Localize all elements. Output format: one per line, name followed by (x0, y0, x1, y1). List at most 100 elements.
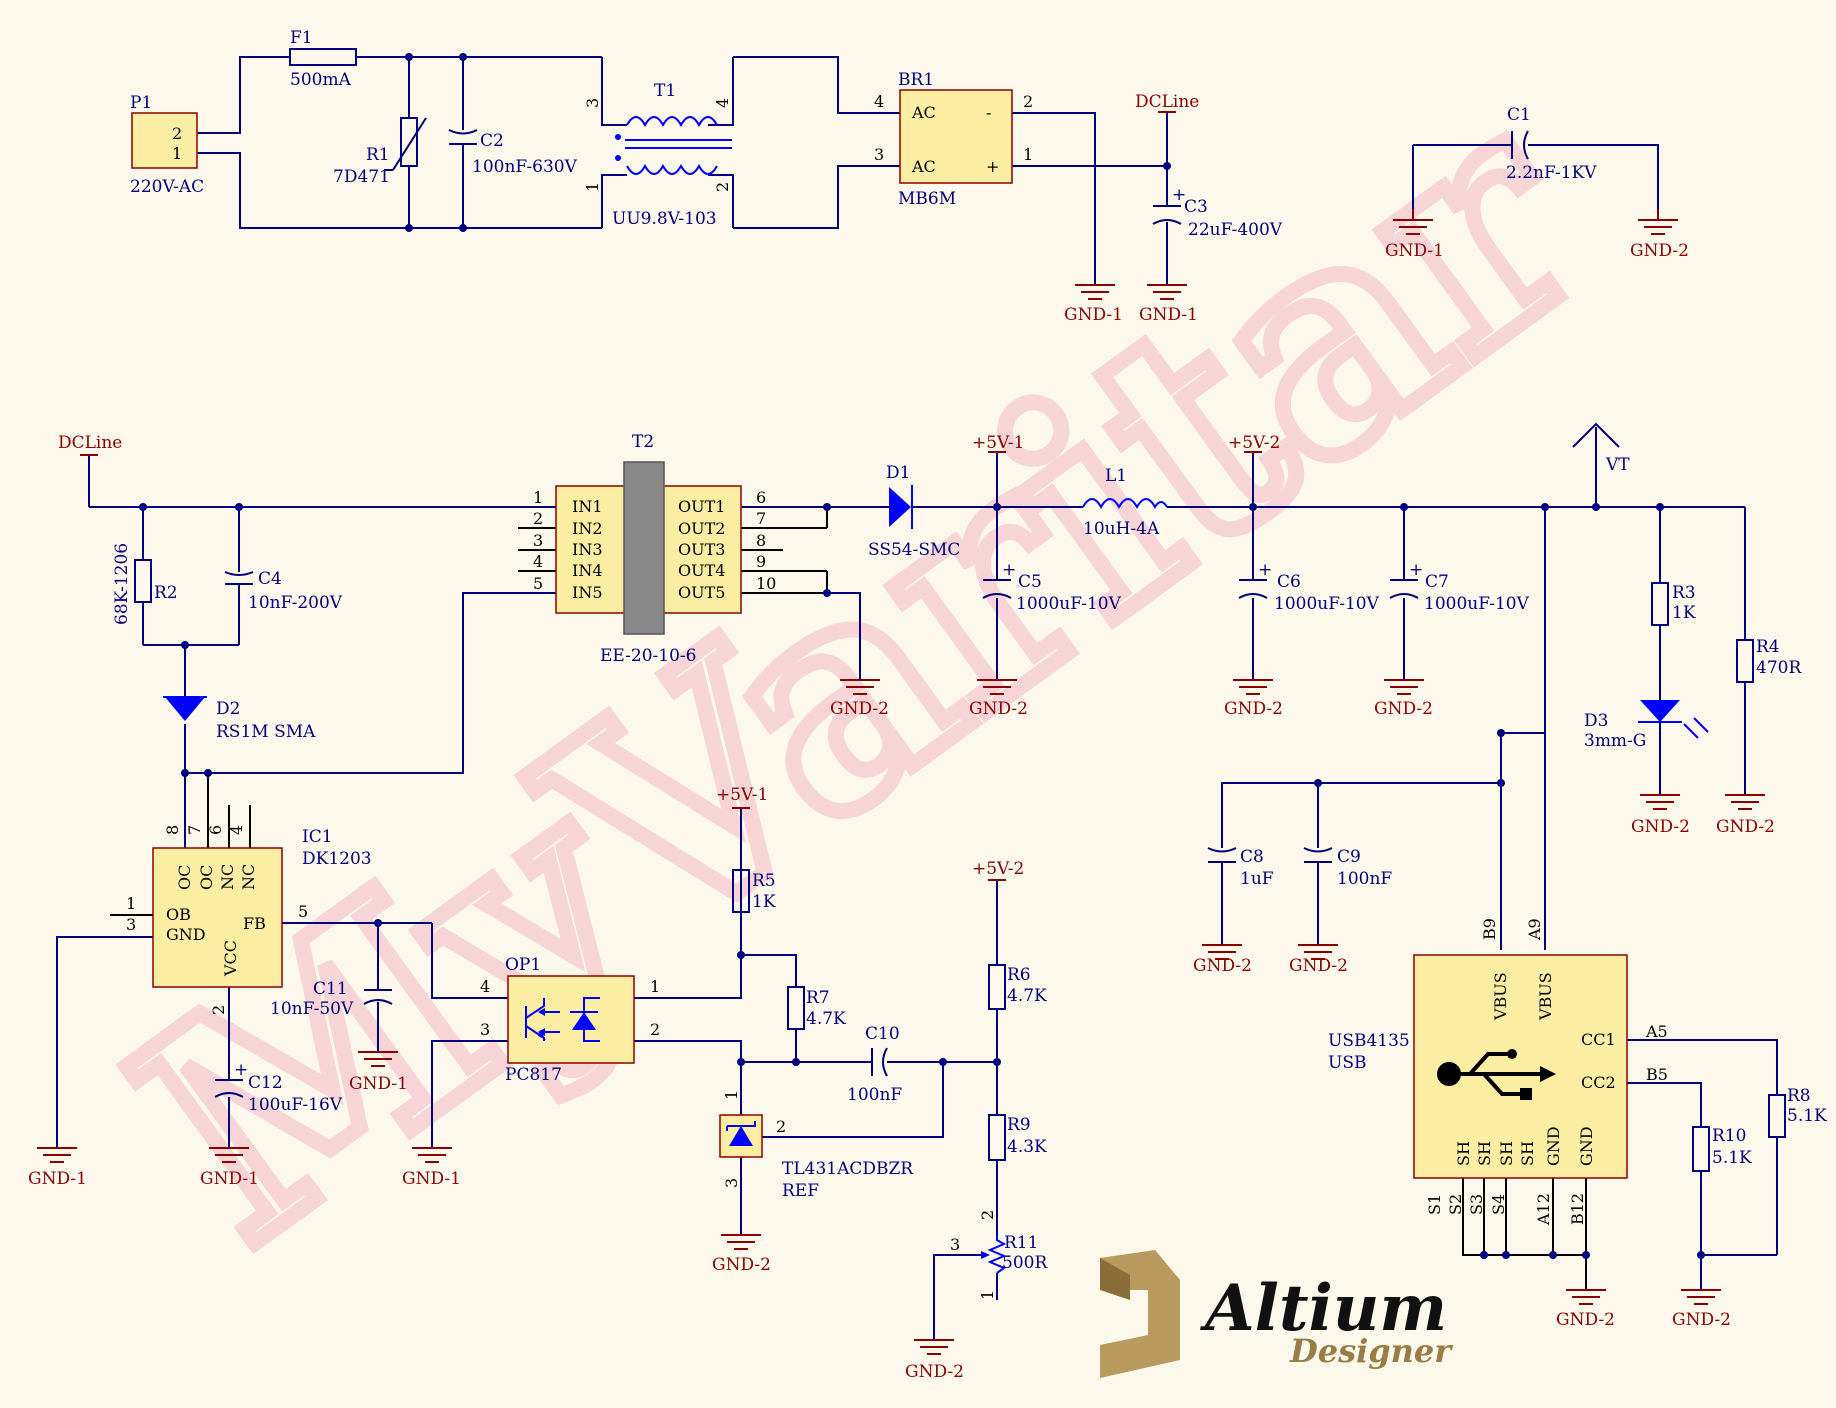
svg-text:10: 10 (756, 574, 776, 593)
svg-text:GND-1: GND-1 (200, 1169, 259, 1189)
usb-icon (1437, 1049, 1556, 1100)
resistor-r4: R4 470R (1736, 637, 1802, 683)
svg-text:6: 6 (756, 488, 766, 507)
resistor-r6: R6 4.7K (988, 964, 1047, 1010)
shunt-regulator-tl431: TL431ACDBZR REF 1 2 3 (719, 1090, 914, 1201)
svg-text:7: 7 (756, 509, 766, 528)
svg-text:IC1: IC1 (302, 827, 333, 847)
svg-text:-: - (986, 103, 991, 122)
svg-text:USB4135: USB4135 (1328, 1031, 1410, 1051)
power-port-dcline-top: DCLine (1135, 92, 1199, 113)
ground-r11: GND-2 (905, 1339, 964, 1382)
svg-text:SH: SH (1454, 1141, 1473, 1166)
optocoupler-op1: OP1 PC817 4 3 1 2 (480, 955, 660, 1085)
svg-text:EE-20-10-6: EE-20-10-6 (600, 646, 696, 666)
svg-text:OC: OC (197, 865, 216, 890)
svg-text:REF: REF (782, 1181, 819, 1201)
diode-d2: D2 RS1M SMA (163, 696, 316, 742)
svg-text:DCLine: DCLine (58, 433, 122, 453)
svg-text:C10: C10 (865, 1024, 900, 1044)
svg-text:+5V-1: +5V-1 (716, 785, 768, 805)
capacitor-c7: + C7 1000uF-10V (1389, 560, 1530, 614)
svg-text:GND: GND (166, 925, 206, 944)
svg-text:R8: R8 (1787, 1086, 1811, 1106)
svg-text:T2: T2 (632, 432, 654, 452)
svg-text:2: 2 (533, 509, 543, 528)
svg-text:3: 3 (533, 531, 543, 550)
svg-text:3: 3 (874, 145, 884, 164)
ground-ic1-gnd: GND-1 (28, 1147, 87, 1189)
svg-text:GND-1: GND-1 (1385, 241, 1444, 261)
svg-text:470R: 470R (1756, 658, 1802, 678)
svg-text:GND-2: GND-2 (1289, 956, 1348, 976)
svg-text:R2: R2 (154, 583, 178, 603)
svg-text:IN4: IN4 (572, 561, 603, 580)
svg-text:S4: S4 (1489, 1194, 1508, 1215)
ground-c7: GND-2 (1374, 679, 1433, 719)
svg-text:Altium: Altium (1200, 1271, 1447, 1346)
svg-text:C2: C2 (480, 131, 504, 151)
capacitor-c6: + C6 1000uF-10V (1238, 560, 1380, 614)
svg-text:10uH-4A: 10uH-4A (1083, 519, 1160, 539)
svg-text:1: 1 (1023, 145, 1033, 164)
svg-text:500mA: 500mA (290, 70, 352, 90)
transformer-t2: T2 EE-20-10-6 IN1 IN2 IN3 IN4 IN5 OUT1 O… (533, 432, 776, 666)
svg-text:R10: R10 (1712, 1126, 1746, 1146)
svg-text:GND-2: GND-2 (1630, 241, 1689, 261)
svg-text:4: 4 (713, 98, 732, 108)
svg-text:F1: F1 (290, 28, 313, 48)
svg-text:CC2: CC2 (1581, 1073, 1616, 1092)
svg-text:VCC: VCC (221, 940, 240, 977)
svg-text:B9: B9 (1480, 918, 1499, 940)
svg-text:1: 1 (978, 1290, 997, 1300)
ground-r4: GND-2 (1716, 794, 1775, 837)
svg-text:7: 7 (185, 825, 204, 835)
svg-text:IN2: IN2 (572, 519, 603, 538)
ic-ic1: IC1 DK1203 OC OC NC NC 8 7 6 4 OB GND 1 … (126, 825, 372, 1015)
ground-op1: GND-1 (402, 1147, 461, 1189)
ground-tl431: GND-2 (712, 1234, 771, 1275)
svg-text:IN3: IN3 (572, 540, 603, 559)
svg-text:FB: FB (243, 914, 266, 933)
svg-text:A5: A5 (1645, 1022, 1668, 1041)
svg-text:R1: R1 (366, 145, 390, 165)
svg-text:GND: GND (1544, 1126, 1563, 1166)
ground-c5: GND-2 (969, 679, 1028, 719)
potentiometer-r11: R11 500R 2 3 1 (950, 1210, 1048, 1300)
capacitor-c8: C8 1uF (1207, 847, 1274, 889)
svg-text:GND-2: GND-2 (1374, 699, 1433, 719)
svg-text:UU9.8V-103: UU9.8V-103 (612, 209, 717, 229)
svg-text:GND: GND (1577, 1126, 1596, 1166)
svg-text:5.1K: 5.1K (1787, 1106, 1827, 1126)
ground-usb: GND-2 (1556, 1289, 1615, 1330)
svg-text:S2: S2 (1446, 1194, 1465, 1215)
capacitor-c9: C9 100nF (1303, 847, 1392, 889)
ground-c1-right: GND-2 (1630, 209, 1689, 261)
svg-text:GND-2: GND-2 (1193, 956, 1252, 976)
svg-text:10nF-200V: 10nF-200V (248, 593, 343, 613)
svg-text:VBUS: VBUS (1536, 972, 1555, 1021)
svg-text:1: 1 (583, 182, 602, 192)
middle-wires (88, 427, 1746, 950)
svg-text:2: 2 (650, 1020, 660, 1039)
svg-text:D2: D2 (216, 699, 240, 719)
svg-text:SS54-SMC: SS54-SMC (868, 540, 960, 560)
svg-text:1uF: 1uF (1240, 869, 1274, 889)
svg-text:GND-2: GND-2 (1556, 1310, 1615, 1330)
svg-text:C5: C5 (1018, 572, 1042, 592)
svg-text:IN1: IN1 (572, 497, 603, 516)
top-wires (197, 53, 1659, 285)
svg-text:2: 2 (209, 1005, 228, 1015)
ground-c6: GND-2 (1224, 679, 1283, 719)
svg-text:DK1203: DK1203 (302, 849, 372, 869)
ground-c11: GND-1 (349, 1051, 408, 1094)
resistor-r2: R2 68K-1206 (112, 543, 178, 625)
svg-text:AC: AC (911, 157, 936, 176)
ground-r10: GND-2 (1672, 1289, 1731, 1330)
svg-text:1: 1 (722, 1090, 741, 1100)
svg-text:GND-2: GND-2 (712, 1255, 771, 1275)
varistor-r1: R1 7D471 (333, 117, 427, 187)
capacitor-c2: C2 100nF-630V (448, 129, 578, 177)
svg-text:NC: NC (218, 864, 237, 890)
svg-text:3: 3 (722, 1178, 741, 1188)
